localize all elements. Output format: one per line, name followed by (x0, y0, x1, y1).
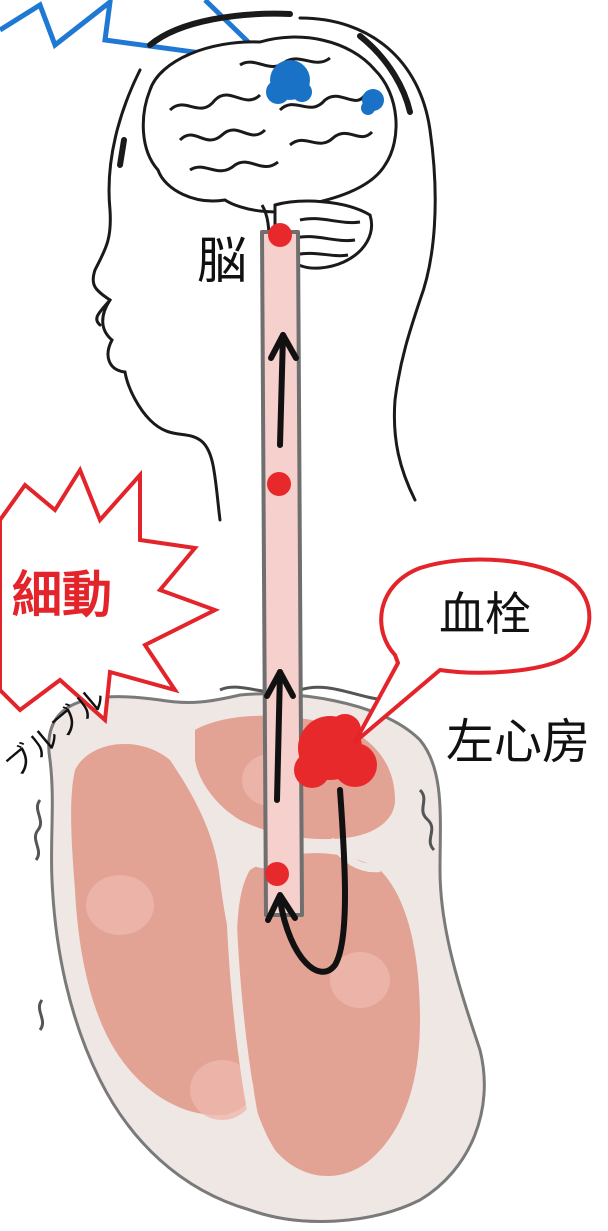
thrombus-callout: 血栓 (353, 557, 592, 744)
thrombus-label: 血栓 (439, 587, 531, 641)
fibrillation-label: 細動 (12, 566, 112, 624)
flow-arrow-icon (265, 787, 348, 975)
flow-arrow-icon (264, 669, 296, 803)
fibrillation-burst: 細動 (0, 465, 221, 725)
embolus-spots (265, 223, 292, 886)
flow-arrow-icon (268, 332, 299, 448)
left-atrium-label: 左心房 (446, 714, 590, 770)
brain-ischemia-spots (266, 60, 384, 115)
thrombus-icon (294, 714, 377, 788)
brain-label: 脳 (197, 232, 247, 290)
brain-icon (141, 35, 398, 270)
heart-icon (33, 685, 486, 1223)
head-profile-icon (91, 10, 437, 522)
